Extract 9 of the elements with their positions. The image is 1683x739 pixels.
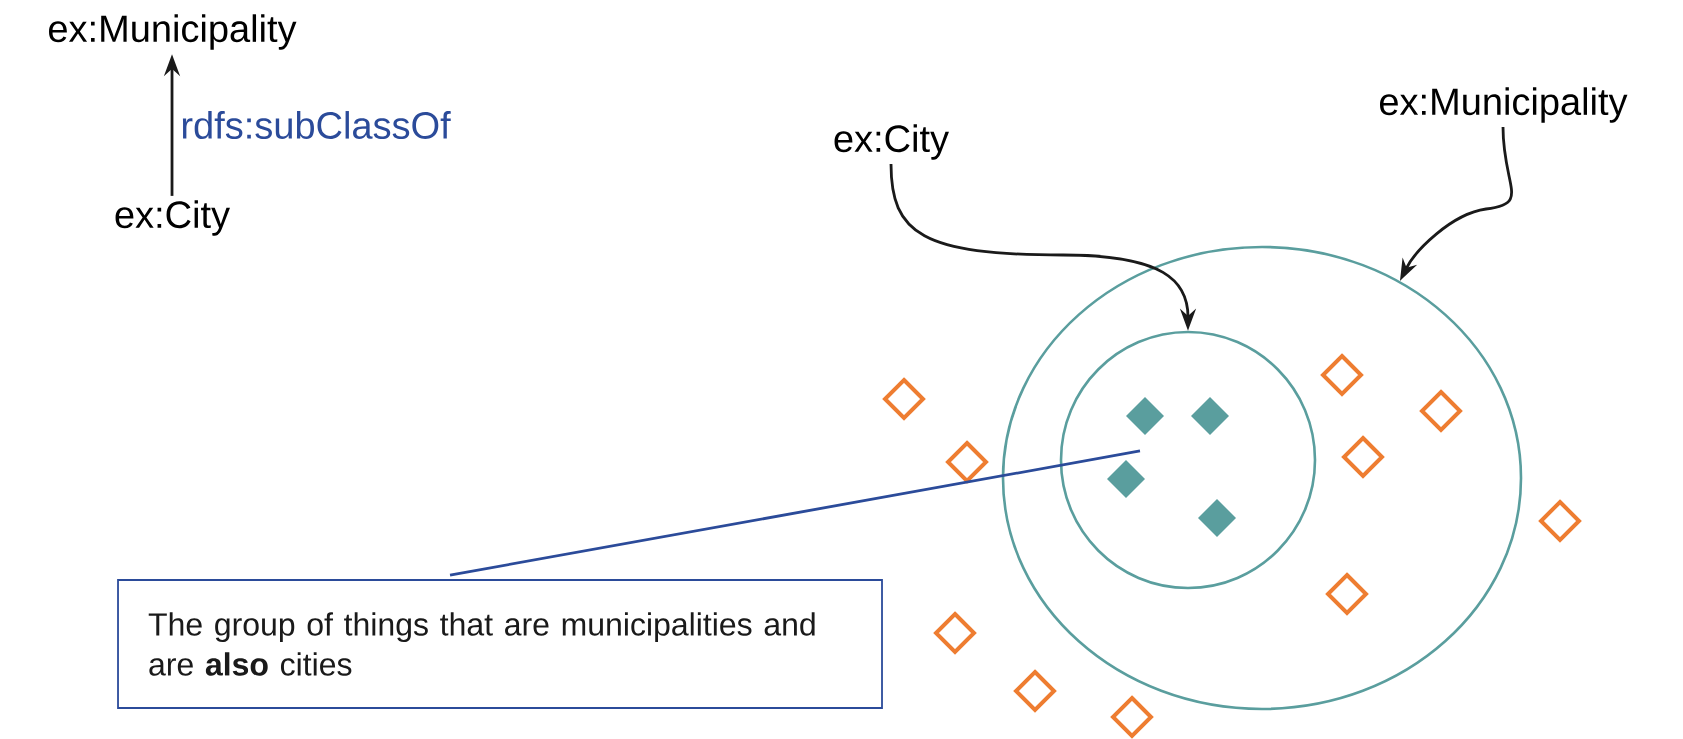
class-label: ex:Municipality: [1380, 87, 1628, 123]
leader-line: [449, 449, 1141, 577]
circle-outline: [1059, 330, 1317, 590]
class-label: ex:Municipality: [49, 14, 297, 50]
class-label: ex:City: [115, 200, 230, 236]
class-label: ex:City: [834, 124, 949, 160]
edge-label: rdfs:subClassOf: [182, 111, 451, 139]
circle-outline: [1001, 245, 1523, 711]
callout-box: The group of things that are municipalities and are also cities: [117, 579, 883, 709]
